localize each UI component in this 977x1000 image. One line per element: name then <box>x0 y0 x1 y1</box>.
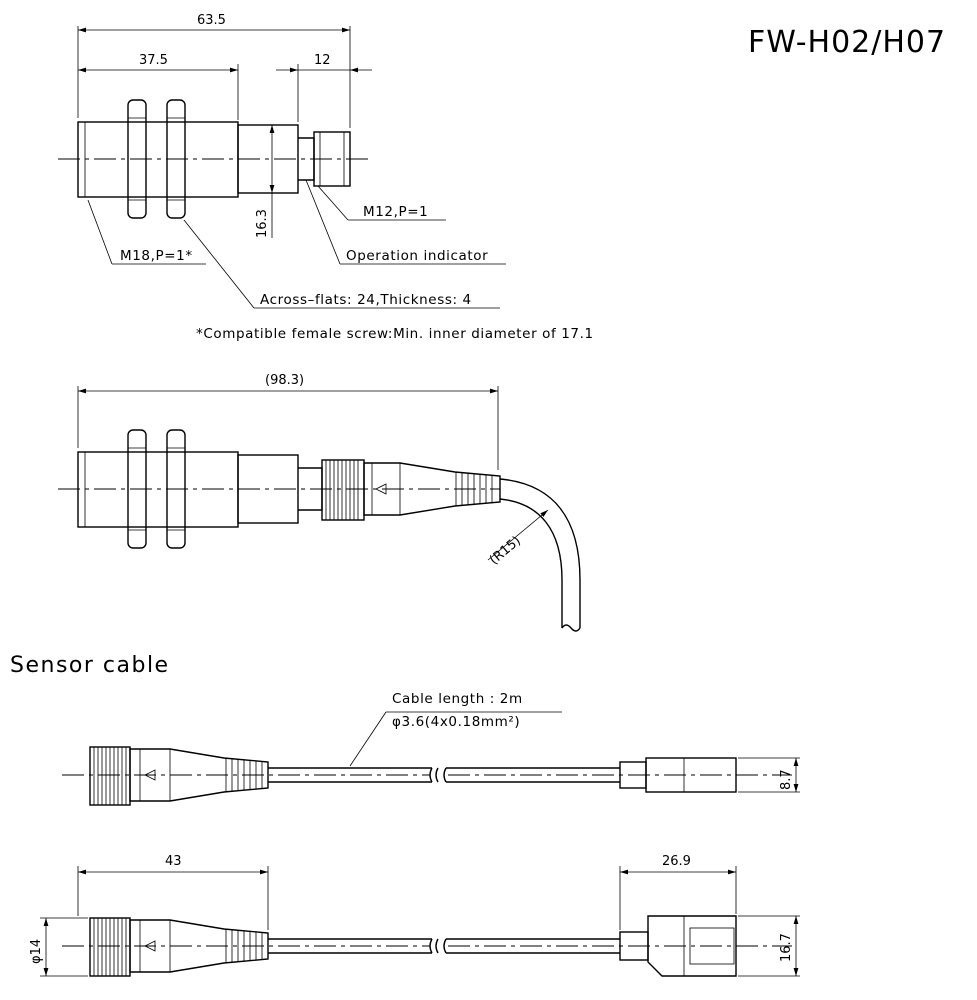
footnote: *Compatible female screw:Min. inner diam… <box>196 326 594 342</box>
cable-side-view: 43 26.9 φ14 16.7 <box>29 854 800 977</box>
dim-right-height: 16.7 <box>779 933 794 962</box>
cable-view: 8.7 Cable length : 2m φ3.6(4x0.18mm²) <box>62 691 800 806</box>
dim-bend-radius: (R15) <box>487 534 524 568</box>
dim-connector-length: 12 <box>314 53 331 68</box>
mounted-view: (98.3) (R15) <box>58 373 581 632</box>
callout-body-thread: M18,P=1* <box>120 248 193 264</box>
model-title: FW-H02/H07 <box>748 25 946 60</box>
section-label: Sensor cable <box>10 653 170 678</box>
callout-operation-indicator: Operation indicator <box>346 248 488 264</box>
dim-overall: 63.5 <box>197 13 226 28</box>
dim-diameter: 16.3 <box>255 209 270 238</box>
callout-cable-length: Cable length : 2m <box>392 691 523 707</box>
dim-left-diameter: φ14 <box>29 939 44 964</box>
dim-body-length: 37.5 <box>139 53 168 68</box>
dim-left-length: 43 <box>165 854 182 869</box>
callout-cable-spec: φ3.6(4x0.18mm²) <box>392 714 520 730</box>
dim-end-height: 8.7 <box>779 769 794 790</box>
callout-connector-thread: M12,P=1 <box>363 204 428 220</box>
dim-mounted-overall: (98.3) <box>265 373 304 388</box>
callout-nut: Across–flats: 24,Thickness: 4 <box>260 292 472 308</box>
dim-right-length: 26.9 <box>662 854 691 869</box>
top-view: 63.5 37.5 12 16.3 M12,P=1 Operation indi… <box>58 13 594 342</box>
